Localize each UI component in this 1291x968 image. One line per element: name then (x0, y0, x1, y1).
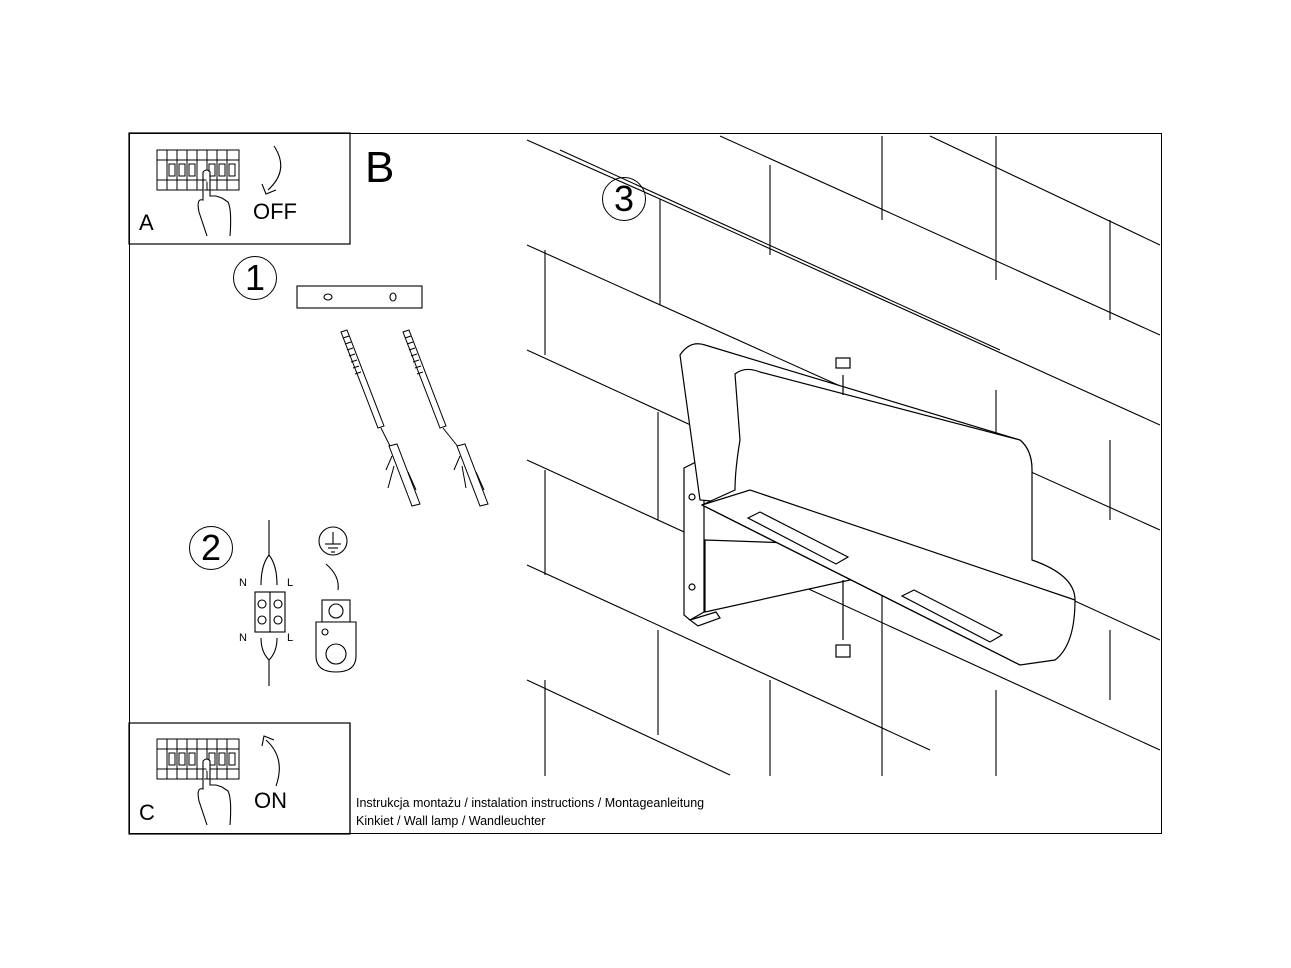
panel-a-box (128, 132, 351, 245)
panel-a-letter: A (139, 210, 154, 235)
arrow-down-icon (261, 145, 282, 195)
live-label-bottom: L (287, 632, 294, 644)
mounting-plate (296, 285, 423, 309)
hand-icon (197, 758, 232, 826)
screw-icon (402, 329, 489, 507)
neutral-label-bottom: N (239, 632, 247, 644)
arrow-up-icon (261, 735, 280, 787)
instruction-frame (129, 133, 1162, 834)
ground-icon (315, 526, 357, 673)
terminal-block (254, 520, 286, 686)
panel-b-letter: B (365, 143, 395, 192)
caption-line-2: Kinkiet / Wall lamp / Wandleuchter (356, 814, 546, 828)
neutral-label-top: N (239, 577, 247, 589)
wall-lamp (679, 343, 1076, 666)
step-2-number: 2 (189, 526, 233, 570)
caption-line-1: Instrukcja montażu / instalation instruc… (356, 796, 705, 810)
step-3-number: 3 (602, 177, 646, 221)
live-label-top: L (287, 577, 294, 589)
breaker-panel-icon (156, 149, 240, 191)
breaker-panel-icon (156, 738, 240, 780)
off-label: OFF (253, 199, 297, 224)
hand-icon (197, 169, 232, 237)
on-label: ON (254, 788, 287, 813)
panel-c-letter: C (139, 800, 155, 825)
step-1-number: 1 (233, 256, 277, 300)
screw-icon (340, 329, 421, 507)
